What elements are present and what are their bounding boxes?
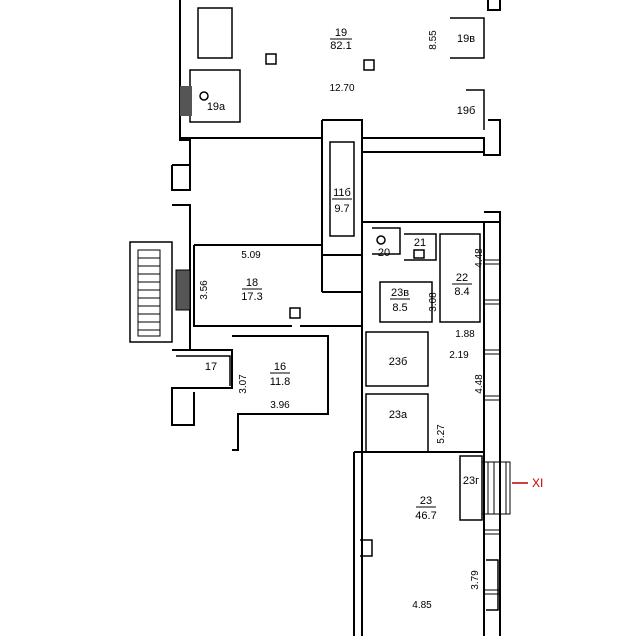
dimension-1-88: 1.88 — [455, 329, 475, 340]
room-23v-number: 23в — [391, 287, 409, 299]
entrance-mark-label: XI — [532, 476, 543, 490]
dimension-8-55: 8.55 — [428, 30, 439, 50]
dimension-3-79: 3.79 — [470, 570, 481, 590]
room-18-area: 17.3 — [241, 291, 262, 303]
room-17-number: 17 — [205, 361, 217, 373]
dimension-3-08: 3.08 — [428, 292, 439, 312]
dimension-12-70: 12.70 — [329, 83, 354, 94]
room-23v-area: 8.5 — [392, 302, 407, 314]
room-20-number: 20 — [378, 247, 390, 259]
room-23-area: 46.7 — [415, 510, 436, 522]
room-11b-number: 11б — [333, 187, 351, 199]
room-19-number: 19 — [335, 27, 347, 39]
room-19-area: 82.1 — [330, 40, 351, 52]
stair-hatch-19a — [180, 86, 192, 116]
dimension-labels: 8.55 12.70 5.09 3.56 4.48 3.08 1.88 2.19… — [199, 30, 485, 611]
room-22-number: 22 — [456, 272, 468, 284]
room-11b-area: 9.7 — [334, 203, 349, 215]
dimension-3-56: 3.56 — [199, 280, 210, 300]
room-19a-number: 19а — [207, 101, 226, 113]
room-22-area: 8.4 — [454, 286, 469, 298]
room-19b-number: 19б — [457, 105, 476, 117]
room-23g-number: 23г — [463, 475, 479, 487]
room-16-number: 16 — [274, 361, 286, 373]
room-16-area: 11.8 — [270, 376, 291, 388]
fixtures — [199, 53, 425, 319]
dimension-4-85: 4.85 — [412, 600, 432, 611]
entrance-marker: XI — [512, 476, 543, 490]
room-23a-number: 23а — [389, 409, 408, 421]
room-19v-number: 19в — [457, 33, 475, 45]
dimension-5-27: 5.27 — [436, 424, 447, 444]
dimension-4-48-upper: 4.48 — [474, 248, 485, 268]
dimension-3-96: 3.96 — [270, 400, 290, 411]
staircase-entrance — [482, 461, 511, 515]
room-23b-number: 23б — [389, 356, 408, 368]
dimension-2-19: 2.19 — [449, 350, 469, 361]
dimension-3-07: 3.07 — [238, 374, 249, 394]
walls — [129, 0, 501, 636]
room-23-number: 23 — [420, 495, 432, 507]
staircase-west — [137, 249, 191, 337]
dimension-5-09: 5.09 — [241, 250, 261, 261]
room-18-number: 18 — [246, 277, 258, 289]
room-21-number: 21 — [414, 237, 426, 249]
windows — [484, 259, 500, 595]
room-labels: 19 82.1 19в 19а 19б 11б 9.7 18 17.3 20 2… — [205, 27, 479, 522]
dimension-4-48-lower: 4.48 — [474, 374, 485, 394]
